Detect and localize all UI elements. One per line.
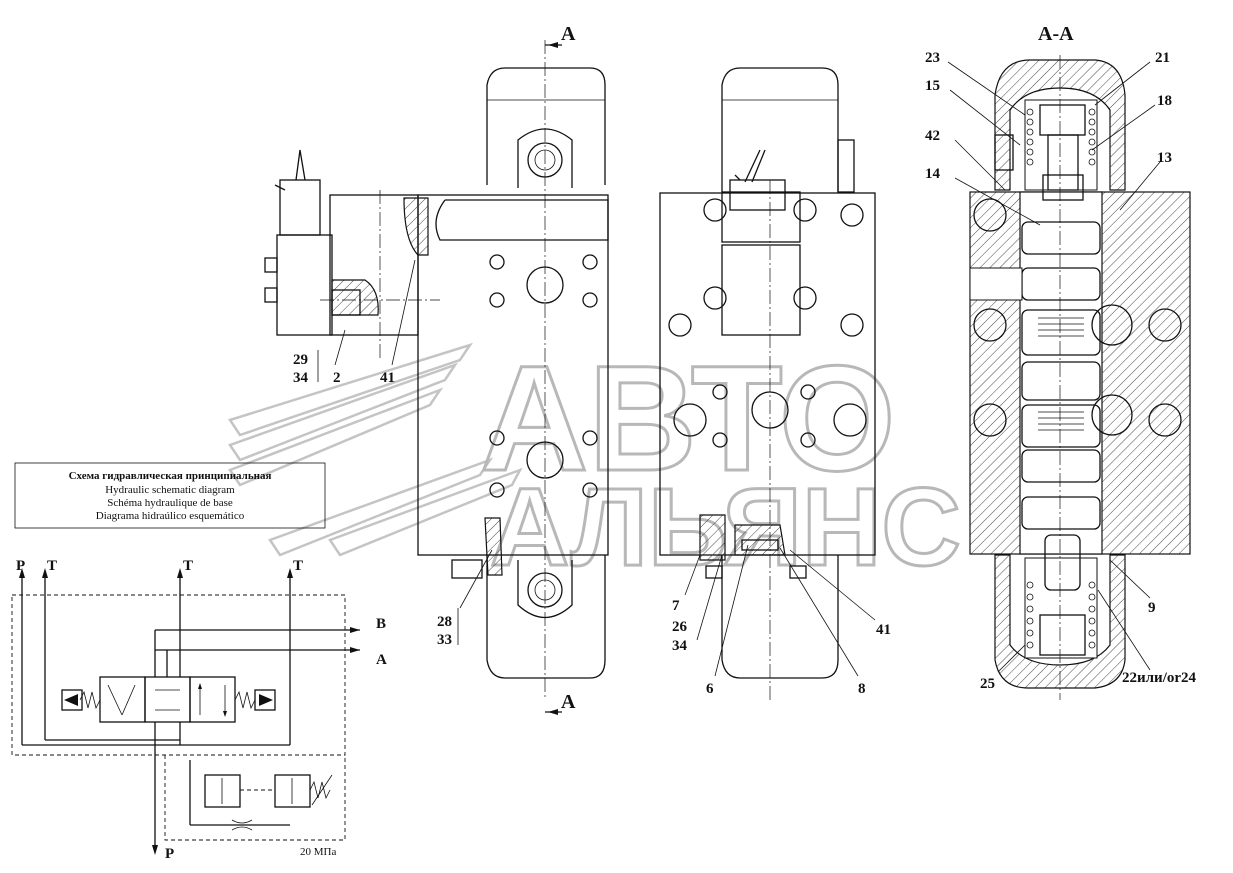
label-33: 33 [437,632,452,648]
pressure-label: 20 МПа [300,846,336,858]
section-title: A-A [1038,23,1074,45]
label-18: 18 [1157,93,1172,109]
label-34-side: 34 [293,370,309,386]
title-line-fr: Schéma hydraulique de base [107,497,233,509]
hydraulic-schematic: P T T T B A P 20 МПа [11,558,387,862]
label-25: 25 [980,676,995,692]
side-view: A A 29 34 2 41 28 33 [264,23,609,715]
label-22-24: 22или/or24 [1122,670,1197,686]
title-block: Схема гидравлическая принципиальная Hydr… [14,462,326,529]
label-14: 14 [925,166,941,182]
label-21: 21 [1155,50,1170,66]
section-view: A-A [925,23,1197,700]
label-15: 15 [925,78,940,94]
port-t-right: T [293,558,303,574]
label-13: 13 [1157,150,1172,166]
label-34-rear: 34 [672,638,688,654]
title-line-ru: Схема гидравлическая принципиальная [69,470,272,482]
label-2: 2 [333,370,341,386]
label-23: 23 [925,50,940,66]
label-28: 28 [437,614,452,630]
watermark-line1: АВТО [480,334,896,502]
label-9: 9 [1148,600,1156,616]
label-41-rear: 41 [876,622,891,638]
label-8: 8 [858,681,866,697]
label-29: 29 [293,352,308,368]
section-mark-top: A [561,23,576,45]
label-6: 6 [706,681,714,697]
port-t-left: T [47,558,57,574]
port-b: B [376,616,386,632]
port-p-bottom: P [165,846,174,862]
rear-view: 7 26 34 6 41 8 [659,67,891,700]
label-26: 26 [672,619,688,635]
label-7: 7 [672,598,680,614]
port-p-top: P [16,558,25,574]
port-a: A [376,652,387,668]
label-41-side: 41 [380,370,395,386]
section-mark-bottom: A [561,691,576,713]
title-line-es: Diagrama hidraúlico esquemático [96,510,245,522]
label-42: 42 [925,128,940,144]
port-t-mid: T [183,558,193,574]
title-line-en: Hydraulic schematic diagram [105,484,235,496]
watermark-logo: АВТО АЛЬЯНС [228,333,962,591]
